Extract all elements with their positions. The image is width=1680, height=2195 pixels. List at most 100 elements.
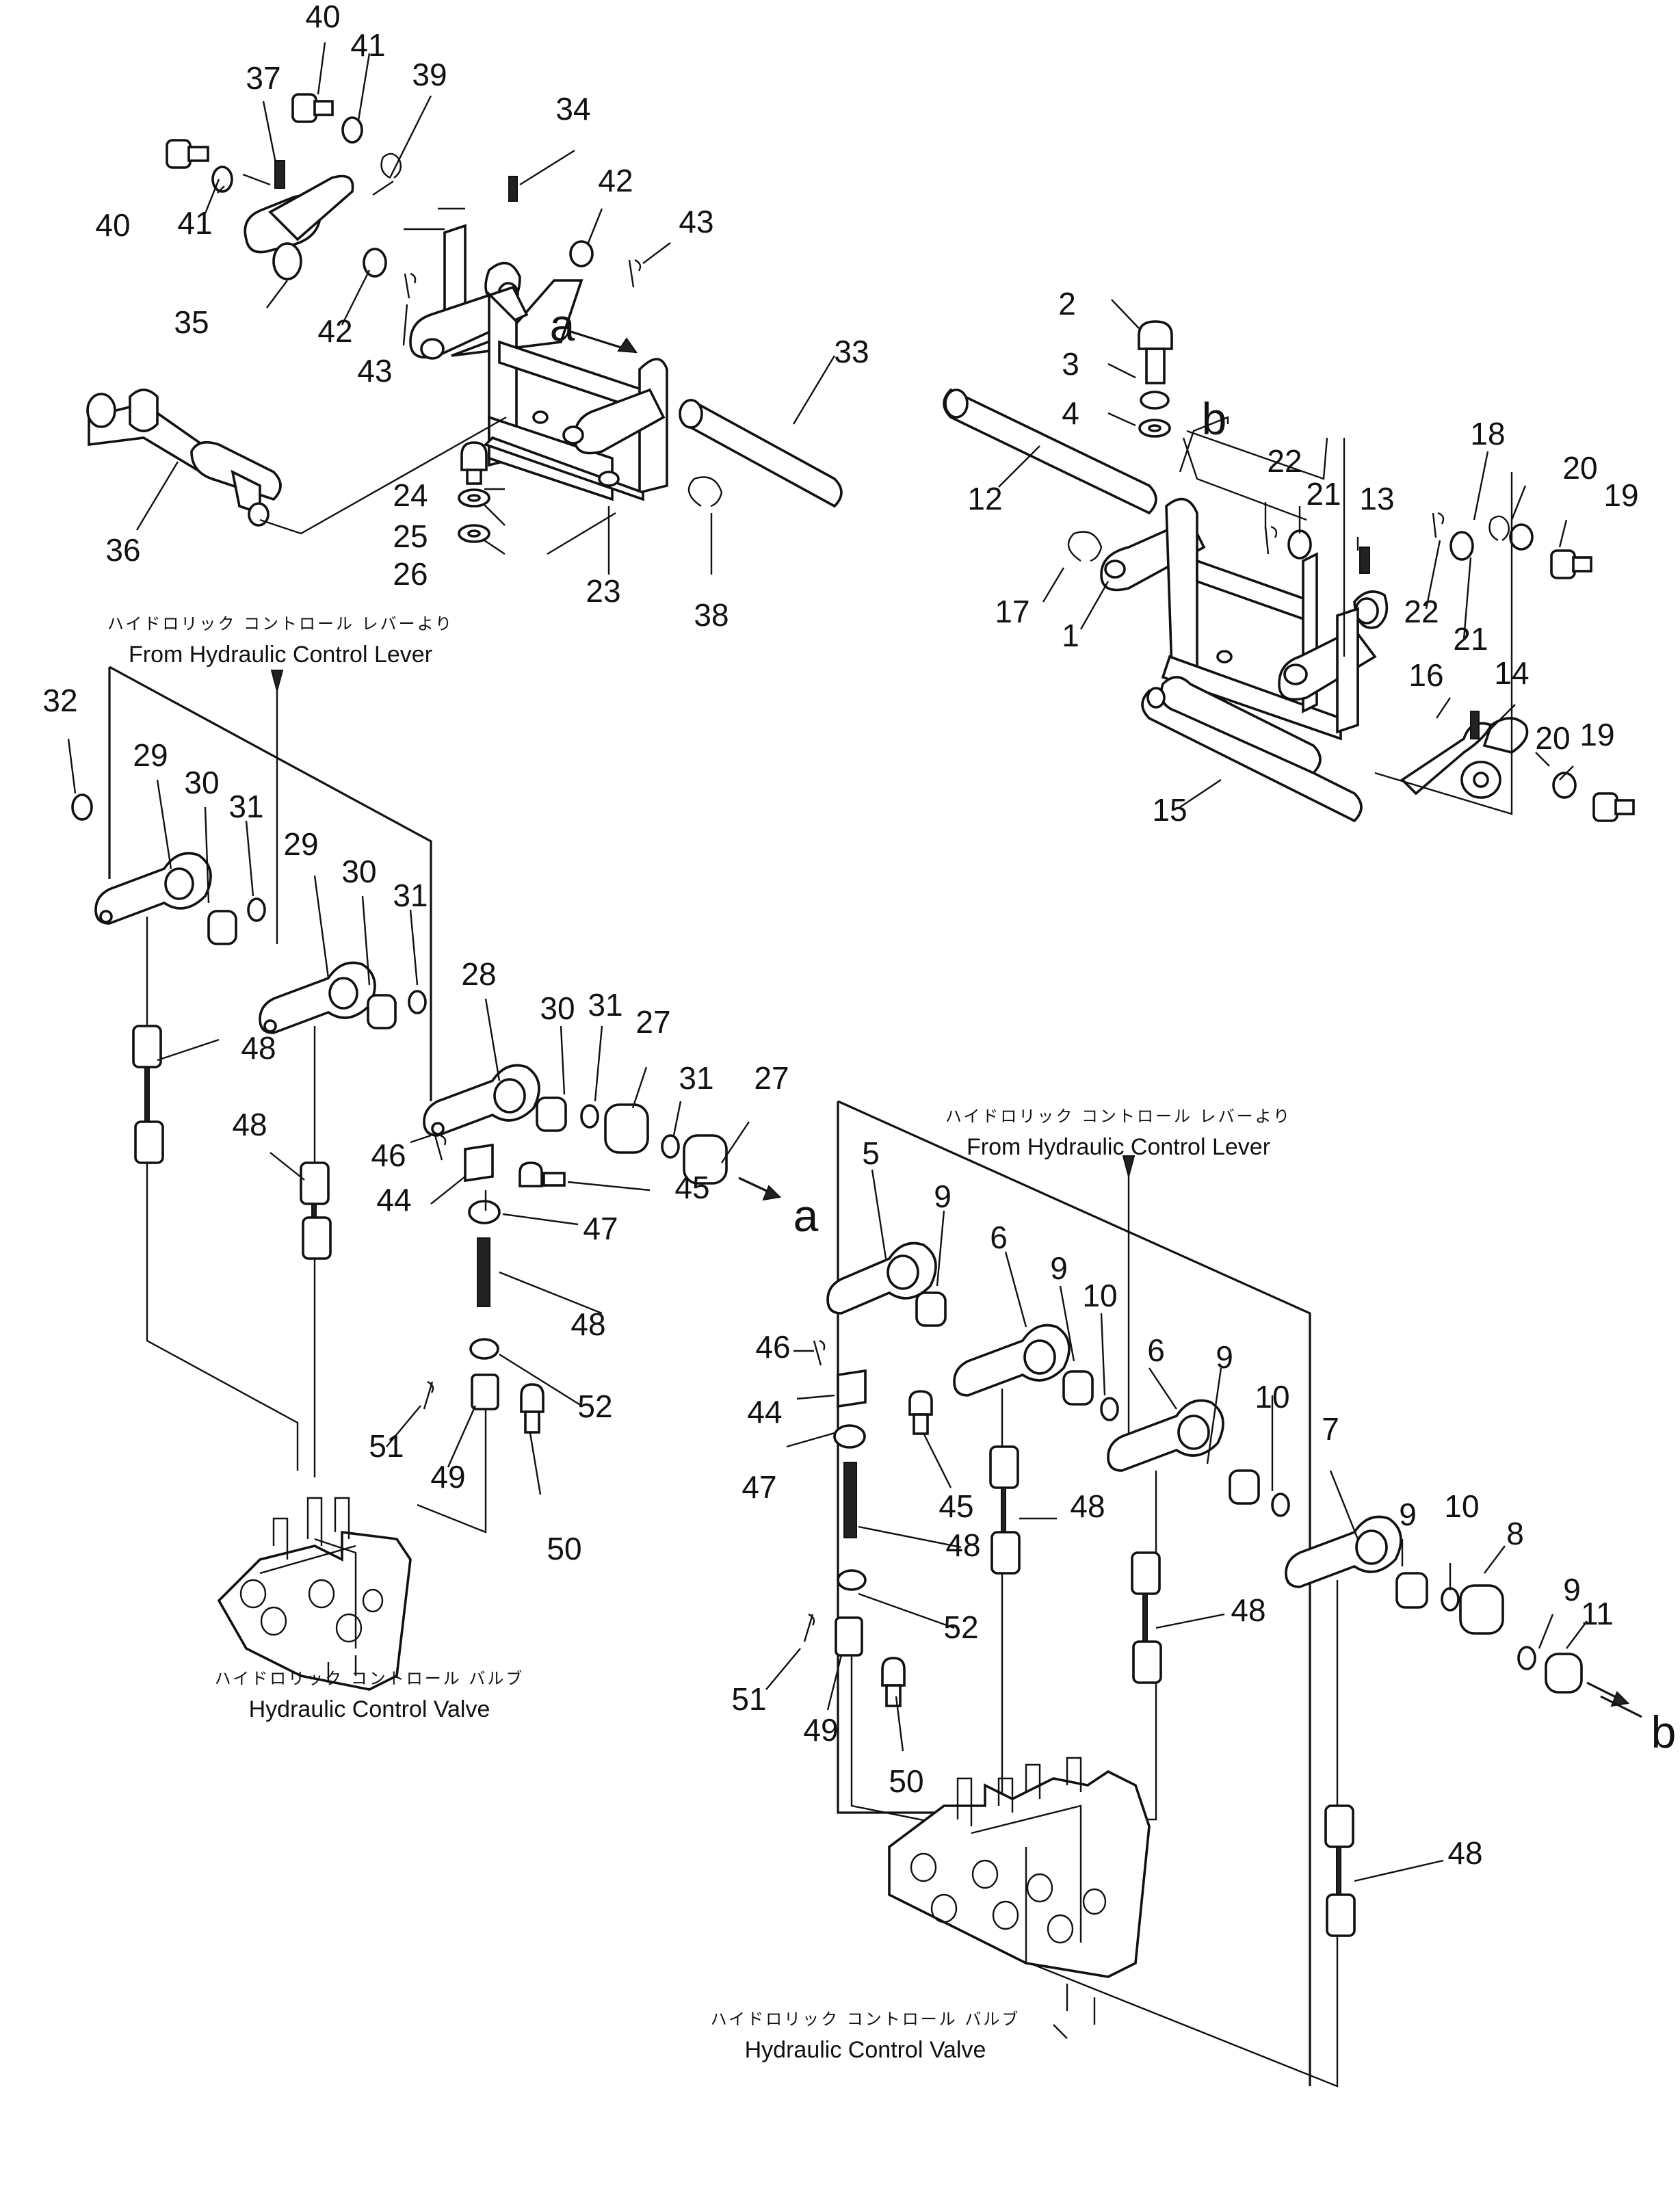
callout-29a: 29: [133, 737, 168, 773]
callout-12: 12: [967, 481, 1002, 516]
callout-21b: 21: [1453, 621, 1488, 657]
callout-25: 25: [393, 518, 428, 554]
rod-48-a: [132, 1025, 164, 1164]
lever-left-jp: ハイドロリック コントロール レバーより: [107, 614, 454, 633]
callout-31b: 31: [393, 878, 428, 913]
callout-33: 33: [834, 334, 869, 369]
callout-48d: 48: [1070, 1488, 1105, 1524]
lever-right-en: From Hydraulic Control Lever: [967, 1134, 1270, 1160]
valve-right-en: Hydraulic Control Valve: [745, 2037, 986, 2063]
callout-42a: 42: [598, 163, 633, 198]
callout-1: 1: [1062, 618, 1079, 653]
lever-5: [826, 1241, 937, 1315]
leaders-middle-right: [765, 1169, 1588, 1882]
callout-22b: 22: [1404, 594, 1439, 629]
callout-30c: 30: [540, 990, 575, 1026]
callout-28: 28: [461, 956, 496, 992]
top-right-assembly: [943, 320, 1635, 823]
marker-b-top: b: [1202, 393, 1227, 444]
callout-24: 24: [393, 477, 428, 513]
callout-43a: 43: [679, 204, 713, 239]
lever-6a: [953, 1324, 1071, 1397]
valve-right-jp: ハイドロリック コントロール バルブ: [711, 2010, 1021, 2029]
callout-6a: 6: [990, 1220, 1008, 1255]
middle-right-linkage: [803, 1100, 1630, 2088]
callout-4: 4: [1062, 395, 1079, 431]
callout-36: 36: [105, 532, 140, 568]
callout-48c: 48: [570, 1306, 605, 1342]
right-control-valve: [888, 1757, 1151, 2039]
bolt-19b: [1592, 792, 1635, 822]
callout-10a: 10: [1082, 1278, 1117, 1313]
callout-44a: 44: [376, 1182, 411, 1218]
callout-48e: 48: [945, 1527, 980, 1563]
callout-14: 14: [1494, 655, 1529, 691]
callout-27b: 27: [754, 1060, 789, 1096]
callout-32: 32: [42, 683, 77, 718]
leaders-middle-left: [67, 738, 750, 1495]
callout-48b: 48: [232, 1107, 267, 1142]
bolt-40b: [166, 139, 209, 169]
callout-41a: 41: [350, 27, 385, 63]
callout-20b: 20: [1535, 720, 1570, 756]
callout-27a: 27: [635, 1004, 670, 1040]
callout-3: 3: [1062, 346, 1079, 382]
callout-46b: 46: [755, 1329, 790, 1365]
callout-35: 35: [174, 304, 209, 340]
text-labels: ハイドロリック コントロール レバーより From Hydraulic Cont…: [107, 614, 1289, 2063]
leaders-top-left: [135, 42, 836, 575]
callout-50a: 50: [547, 1531, 581, 1566]
marker-a-top: a: [550, 300, 575, 350]
callout-31d: 31: [679, 1060, 713, 1096]
callout-40b: 40: [95, 207, 130, 243]
callout-45a: 45: [674, 1170, 709, 1205]
lever-28: [423, 1064, 540, 1137]
rod-48-c: [989, 1445, 1021, 1575]
rod-48-d: [1131, 1551, 1162, 1684]
callout-21a: 21: [1306, 476, 1341, 512]
lever-29b: [259, 961, 376, 1034]
callout-48g: 48: [1447, 1835, 1482, 1871]
callout-49b: 49: [803, 1712, 838, 1748]
callout-19b: 19: [1579, 717, 1614, 752]
callout-26: 26: [393, 556, 428, 592]
callout-31a: 31: [228, 789, 263, 824]
callout-30b: 30: [341, 854, 376, 889]
lever-29a: [94, 852, 212, 925]
callout-17: 17: [995, 594, 1029, 629]
callout-34: 34: [555, 91, 590, 127]
callout-11: 11: [1581, 1596, 1614, 1631]
callout-47b: 47: [741, 1469, 776, 1505]
bolt-19a: [1550, 549, 1592, 579]
callout-52b: 52: [943, 1609, 978, 1645]
callout-48f: 48: [1231, 1592, 1265, 1628]
callout-41b: 41: [177, 205, 212, 241]
callout-9d: 9: [1399, 1497, 1417, 1532]
callout-10b: 10: [1255, 1379, 1289, 1415]
callout-42b: 42: [317, 313, 352, 349]
lever-6b: [1107, 1399, 1224, 1472]
callout-2: 2: [1058, 286, 1076, 321]
callout-43b: 43: [357, 353, 392, 389]
callout-31c: 31: [588, 987, 622, 1023]
left-control-valve: [217, 1497, 412, 1691]
callout-39: 39: [412, 57, 447, 92]
callout-9b: 9: [1050, 1250, 1068, 1286]
callout-46a: 46: [371, 1138, 406, 1173]
callout-9c: 9: [1216, 1339, 1233, 1375]
callout-18: 18: [1470, 416, 1505, 451]
lever-7: [1285, 1515, 1402, 1588]
callout-numbers: 40 41 39 37 34 42 43 40 41 35 42 43 a 33…: [42, 0, 1676, 1871]
bolt-40a: [291, 93, 334, 123]
valve-left-en: Hydraulic Control Valve: [249, 1696, 490, 1722]
callout-47a: 47: [583, 1211, 618, 1246]
callout-29b: 29: [283, 826, 318, 862]
callout-40a: 40: [305, 0, 340, 34]
marker-b-bottom: b: [1651, 1707, 1677, 1757]
callout-50b: 50: [889, 1763, 923, 1799]
callout-15: 15: [1152, 792, 1187, 828]
valve-left-jp: ハイドロリック コントロール バルブ: [215, 1669, 525, 1688]
callout-10c: 10: [1444, 1488, 1479, 1524]
callout-38: 38: [694, 597, 729, 633]
